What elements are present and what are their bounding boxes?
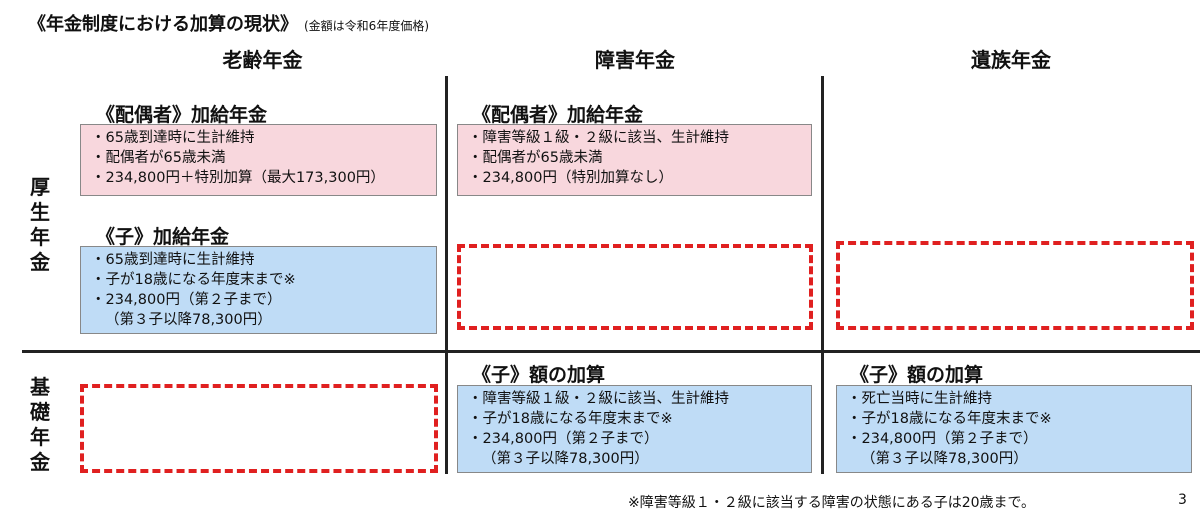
box-line: ・234,800円（第２子まで） xyxy=(91,292,282,308)
disability-child-heading: 《子》額の加算 xyxy=(472,364,606,386)
disability-spouse-heading: 《配偶者》加給年金 xyxy=(472,104,644,126)
old-age-spouse-box: ・65歳到達時に生計維持 ・配偶者が65歳未満 ・234,800円＋特別加算（最… xyxy=(80,124,437,196)
box-line: ・障害等級１級・２級に該当、生計維持 xyxy=(468,391,729,407)
box-line: ・子が18歳になる年度末まで※ xyxy=(847,411,1052,427)
row-label-char: 生 xyxy=(30,200,50,224)
box-line: （第３子以降78,300円） xyxy=(861,451,1028,467)
grid-divider-vertical-1 xyxy=(445,76,448,474)
box-line: ・子が18歳になる年度末まで※ xyxy=(91,272,296,288)
row-label-char: 年 xyxy=(30,225,50,249)
grid-divider-vertical-2 xyxy=(821,76,824,474)
row-label-kiso-nenkin: 基 礎 年 金 xyxy=(26,375,54,475)
box-line: ・配偶者が65歳未満 xyxy=(91,150,226,166)
grid-divider-horizontal xyxy=(22,350,1200,353)
box-line: ・234,800円（第２子まで） xyxy=(468,431,659,447)
box-line: ・234,800円（特別加算なし） xyxy=(468,170,673,186)
box-line: ・障害等級１級・２級に該当、生計維持 xyxy=(468,130,729,146)
empty-dashed-box-disability xyxy=(457,244,813,330)
row-label-kosei-nenkin: 厚 生 年 金 xyxy=(26,175,54,275)
column-header-disability: 障害年金 xyxy=(595,48,675,72)
row-label-char: 厚 xyxy=(30,175,50,199)
row-label-char: 礎 xyxy=(30,400,50,424)
empty-dashed-box-old-age-basic xyxy=(80,384,438,473)
page-number: 3 xyxy=(1178,492,1187,508)
disability-child-box: ・障害等級１級・２級に該当、生計維持 ・子が18歳になる年度末まで※ ・234,… xyxy=(457,385,812,473)
page-title-main: 《年金制度における加算の現状》 xyxy=(28,14,298,35)
row-label-char: 年 xyxy=(30,425,50,449)
column-header-survivor: 遺族年金 xyxy=(971,48,1051,72)
survivor-child-heading: 《子》額の加算 xyxy=(850,364,984,386)
box-line: ・234,800円（第２子まで） xyxy=(847,431,1038,447)
row-label-char: 金 xyxy=(30,450,50,474)
old-age-child-box: ・65歳到達時に生計維持 ・子が18歳になる年度末まで※ ・234,800円（第… xyxy=(80,246,437,334)
row-label-char: 金 xyxy=(30,250,50,274)
box-line: （第３子以降78,300円） xyxy=(105,312,272,328)
footnote: ※障害等級１・２級に該当する障害の状態にある子は20歳まで。 xyxy=(628,495,1035,511)
old-age-child-heading: 《子》加給年金 xyxy=(96,226,230,248)
empty-dashed-box-survivor xyxy=(836,241,1194,330)
box-line: ・234,800円＋特別加算（最大173,300円） xyxy=(91,170,385,186)
column-header-old-age: 老齢年金 xyxy=(222,48,303,72)
box-line: ・配偶者が65歳未満 xyxy=(468,150,603,166)
box-line: （第３子以降78,300円） xyxy=(482,451,649,467)
survivor-child-box: ・死亡当時に生計維持 ・子が18歳になる年度末まで※ ・234,800円（第２子… xyxy=(836,385,1192,473)
box-line: ・65歳到達時に生計維持 xyxy=(91,252,255,268)
box-line: ・子が18歳になる年度末まで※ xyxy=(468,411,673,427)
box-line: ・65歳到達時に生計維持 xyxy=(91,130,255,146)
box-line: ・死亡当時に生計維持 xyxy=(847,391,992,407)
page-title-note: (金額は令和6年度価格) xyxy=(304,19,429,33)
disability-spouse-box: ・障害等級１級・２級に該当、生計維持 ・配偶者が65歳未満 ・234,800円（… xyxy=(457,124,812,196)
old-age-spouse-heading: 《配偶者》加給年金 xyxy=(96,104,268,126)
row-label-char: 基 xyxy=(30,375,50,399)
page-title: 《年金制度における加算の現状》 (金額は令和6年度価格) xyxy=(28,10,429,36)
